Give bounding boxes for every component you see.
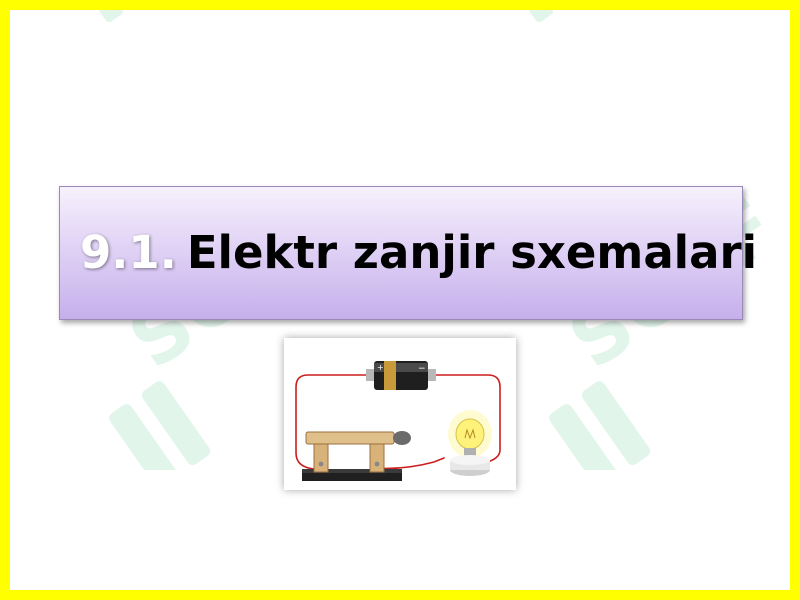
battery-plus-label: + [377, 363, 384, 372]
slide: SOFF SOFF 9.1.Elektr zanjir sxemalari [10, 10, 790, 590]
section-number: 9.1. [80, 226, 177, 279]
title-banner: 9.1.Elektr zanjir sxemalari [59, 186, 757, 320]
section-title: Elektr zanjir sxemalari [186, 226, 758, 279]
knife-switch-icon [302, 431, 411, 481]
watermark-fragment-top [97, 10, 553, 23]
circuit-illustration: + − [284, 338, 516, 490]
battery-minus-label: − [418, 364, 426, 374]
page-title: 9.1.Elektr zanjir sxemalari [80, 223, 757, 283]
battery-icon: + − [366, 361, 436, 390]
circuit-drawing: + − [295, 361, 501, 481]
light-bulb-icon [448, 410, 492, 476]
